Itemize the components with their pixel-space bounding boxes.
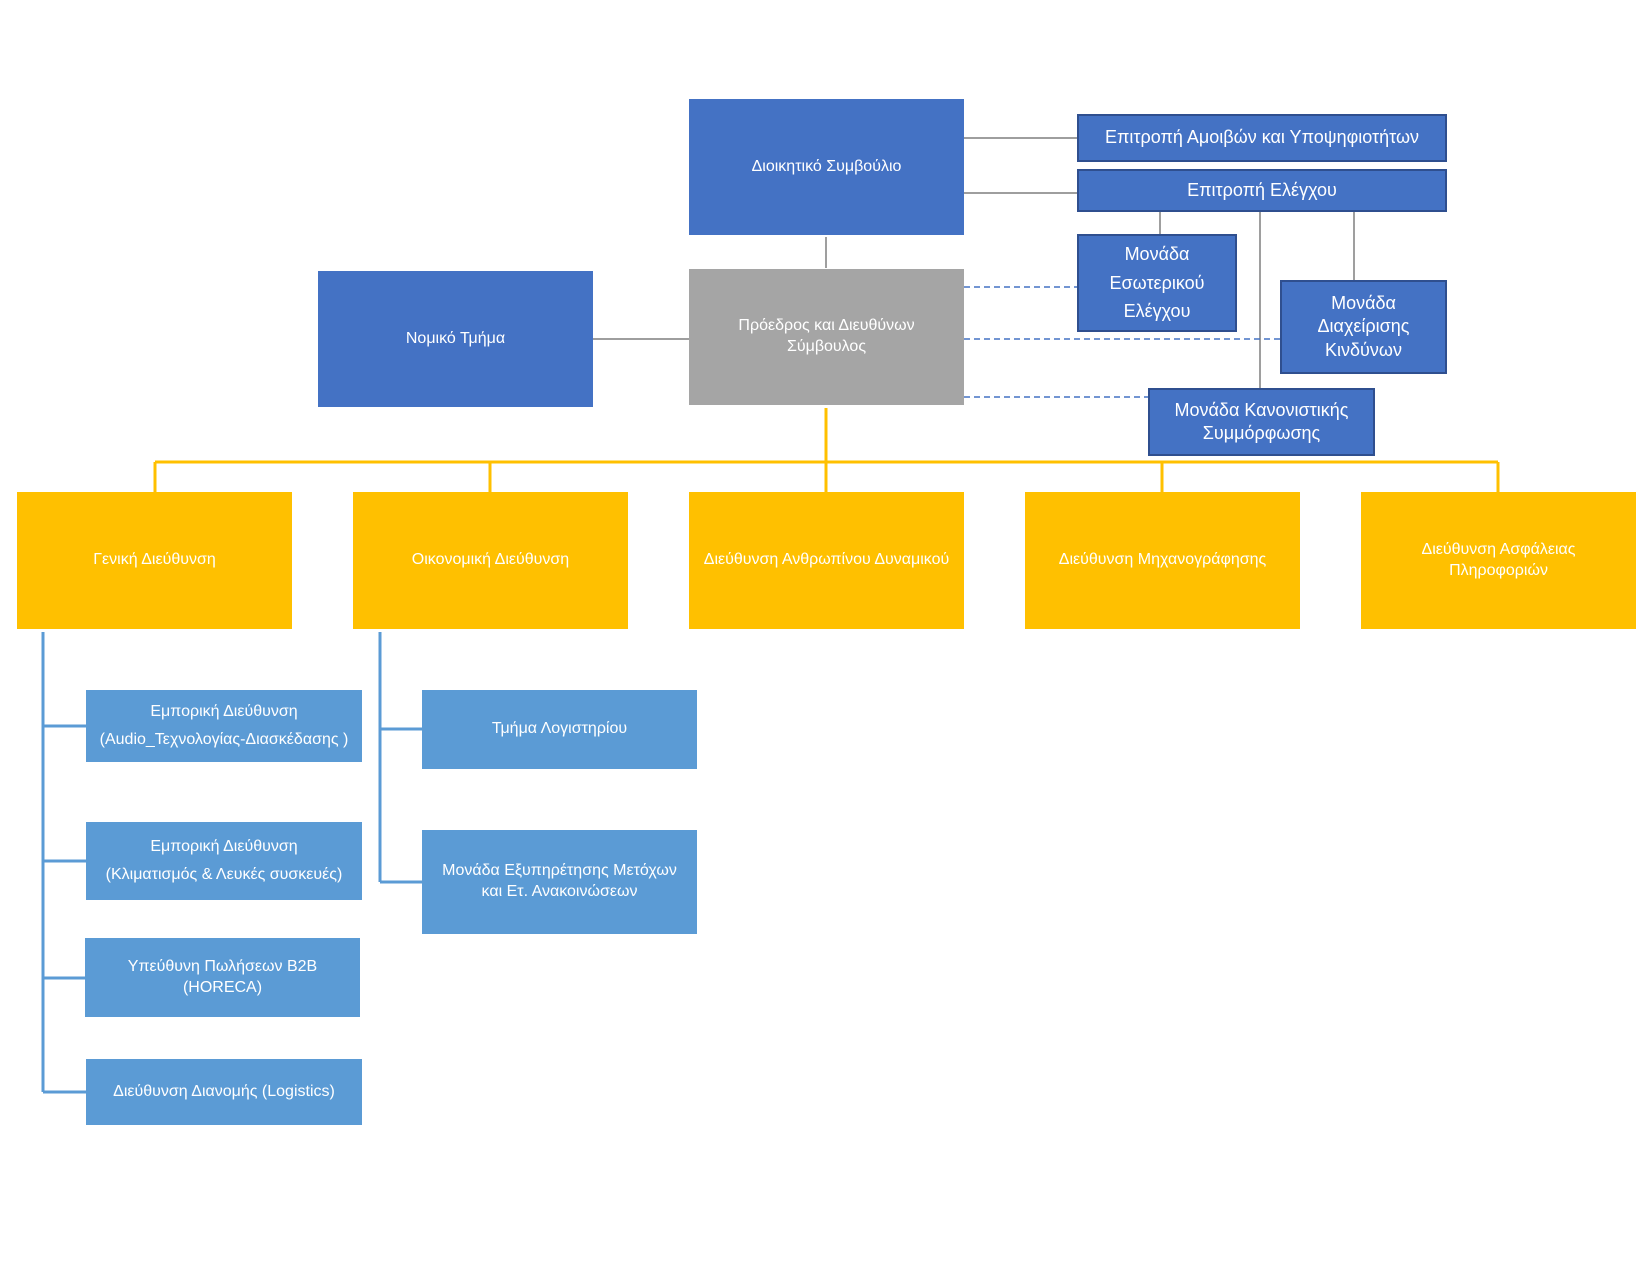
subunit-label: Εμπορική Διεύθυνση (Κλιματισμός & Λευκές… (105, 838, 343, 883)
remuneration-committee-box: Επιτροπή Αμοιβών και Υποψηφιοτήτων (1077, 114, 1447, 162)
subunit-label: Τμήμα Λογιστηρίου (491, 720, 628, 738)
ceo-box: Πρόεδρος και Διευθύνων Σύμβουλος (689, 269, 964, 405)
board-label: Διοικητικό Συμβούλιο (751, 157, 902, 175)
subunit-label: Υπεύθυνη Πωλήσεων B2B (HORECA) (127, 957, 318, 996)
subunit-label: Διεύθυνση Διανομής (Logistics) (113, 1082, 335, 1100)
internal-audit-unit-label: Μονάδα Εσωτερικού Ελέγχου (1109, 243, 1205, 322)
internal-audit-unit-box: Μονάδα Εσωτερικού Ελέγχου (1077, 234, 1237, 332)
subunit-label: Μονάδα Εξυπηρέτησης Μετόχων και Ετ. Ανακ… (442, 862, 677, 900)
risk-management-unit-box: Μονάδα Διαχείρισης Κινδύνων (1280, 280, 1447, 374)
legal-department-box: Νομικό Τμήμα (318, 271, 593, 407)
directorate-label: Γενική Διεύθυνση (93, 551, 216, 569)
finance-subunit-shareholders: Μονάδα Εξυπηρέτησης Μετόχων και Ετ. Ανακ… (422, 830, 697, 934)
directorate-label: Διεύθυνση Ασφάλειας Πληροφοριών (1421, 540, 1576, 579)
compliance-unit-label: Μονάδα Κανονιστικής Συμμόρφωσης (1174, 399, 1349, 443)
directorate-it: Διεύθυνση Μηχανογράφησης (1025, 492, 1300, 629)
ceo-label: Πρόεδρος και Διευθύνων Σύμβουλος (738, 317, 915, 355)
general-subunit-audio: Εμπορική Διεύθυνση (Audio_Τεχνολογίας-Δι… (86, 690, 362, 762)
directorate-label: Διεύθυνση Ανθρωπίνου Δυναμικού (703, 551, 950, 569)
directorate-label: Οικονομική Διεύθυνση (411, 551, 570, 569)
general-subunit-b2b: Υπεύθυνη Πωλήσεων B2B (HORECA) (85, 938, 360, 1017)
board-box: Διοικητικό Συμβούλιο (689, 99, 964, 235)
subunit-label: Εμπορική Διεύθυνση (Audio_Τεχνολογίας-Δι… (99, 703, 349, 748)
general-subunit-logistics: Διεύθυνση Διανομής (Logistics) (86, 1059, 362, 1125)
audit-committee-box: Επιτροπή Ελέγχου (1077, 169, 1447, 212)
general-subunit-climate: Εμπορική Διεύθυνση (Κλιματισμός & Λευκές… (86, 822, 362, 900)
directorate-label: Διεύθυνση Μηχανογράφησης (1058, 551, 1267, 569)
legal-department-label: Νομικό Τμήμα (405, 329, 506, 347)
compliance-unit-box: Μονάδα Κανονιστικής Συμμόρφωσης (1148, 388, 1375, 456)
finance-subunit-accounting: Τμήμα Λογιστηρίου (422, 690, 697, 769)
audit-committee-label: Επιτροπή Ελέγχου (1187, 179, 1337, 200)
directorate-finance: Οικονομική Διεύθυνση (353, 492, 628, 629)
directorate-hr: Διεύθυνση Ανθρωπίνου Δυναμικού (689, 492, 964, 629)
risk-management-unit-label: Μονάδα Διαχείρισης Κινδύνων (1317, 292, 1410, 360)
directorate-info-security: Διεύθυνση Ασφάλειας Πληροφοριών (1361, 492, 1636, 629)
directorate-general: Γενική Διεύθυνση (17, 492, 292, 629)
remuneration-committee-label: Επιτροπή Αμοιβών και Υποψηφιοτήτων (1104, 127, 1420, 148)
